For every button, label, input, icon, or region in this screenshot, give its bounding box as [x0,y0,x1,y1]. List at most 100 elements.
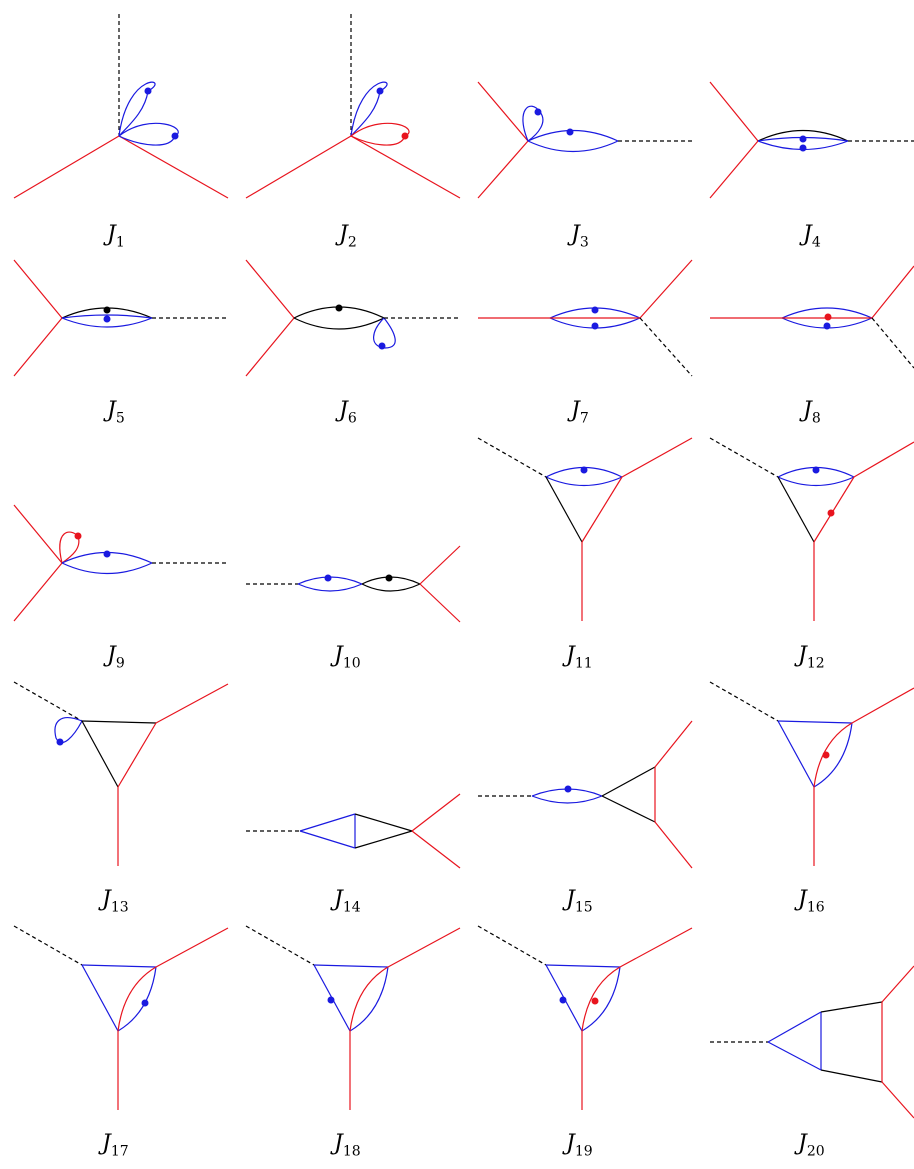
blue-dot [564,785,572,793]
blue-tadpole-loop [373,317,396,349]
blue-propagator [61,562,153,575]
blue-tadpole-loop [54,717,83,744]
blue-dot [591,306,599,314]
blue-dot [144,87,152,95]
dashed-external-line [245,925,315,966]
black-propagator [820,1069,883,1083]
label-j14: J14 [334,887,361,916]
blue-dot [534,108,542,116]
black-propagator [820,1001,883,1013]
blue-dot [580,466,588,474]
red-external-line [13,504,63,564]
blue-propagator [349,966,389,1032]
red-external-line [881,965,914,1003]
red-propagator [813,476,855,543]
blue-dot [799,135,807,143]
label-j4: J4 [803,222,821,251]
diagram-j16 [709,681,914,866]
red-propagator [813,722,853,788]
red-external-line [245,317,295,377]
black-propagator [361,583,421,592]
blue-propagator [767,1041,822,1071]
diagram-j15 [478,720,693,869]
diagram-j7 [478,259,693,377]
red-external-line [477,81,529,142]
red-external-line [621,437,693,478]
blue-dot [141,999,149,1007]
blue-dot [812,466,820,474]
blue-dot [823,322,831,330]
red-dot [401,132,409,140]
red-external-line [411,793,461,832]
red-external-line [709,140,759,199]
label-j19: J19 [566,1131,593,1160]
red-external-line [387,927,461,968]
red-propagator [349,966,389,1032]
blue-propagator [813,722,853,788]
red-external-line [13,562,63,622]
black-propagator [601,795,656,823]
blue-dot [378,342,386,350]
dashed-external-line [477,925,547,966]
blue-dot [103,550,111,558]
red-external-line [654,720,693,768]
red-external-line [118,135,229,199]
diagram-j5 [13,259,228,377]
red-external-line [411,830,461,869]
dashed-external-line [709,681,779,722]
diagram-j8 [710,265,914,369]
black-propagator [354,830,413,849]
blue-propagator [767,1011,822,1043]
dashed-external-line [477,437,547,478]
black-dot [103,306,111,314]
red-external-line [13,135,120,199]
blue-propagator [527,140,619,153]
dashed-external-line [709,437,779,478]
diagram-j4 [709,81,914,199]
red-dot [822,751,830,759]
blue-tadpole-loop [350,81,388,137]
red-propagator [581,476,623,543]
red-dot [591,997,599,1005]
diagram-j11 [477,437,693,621]
diagram-j6 [245,259,460,377]
label-j9: J9 [107,643,125,672]
label-j15: J15 [566,887,593,916]
red-external-line [245,135,352,199]
label-j7: J7 [571,398,589,427]
label-j16: J16 [798,887,825,916]
blue-propagator [61,317,153,328]
red-dot [824,313,832,321]
red-external-line [881,1081,914,1119]
label-j20: J20 [798,1131,825,1160]
black-dot [335,304,343,312]
blue-dot [799,144,807,152]
blue-dot [324,574,332,582]
red-external-line [619,927,693,968]
black-propagator [545,476,583,543]
black-propagator [601,766,656,797]
label-j18: J18 [334,1131,361,1160]
blue-dot [591,322,599,330]
label-j8: J8 [803,398,821,427]
label-j1: J1 [107,222,125,251]
blue-dot [171,132,179,140]
blue-propagator [313,964,389,968]
blue-propagator [297,583,363,592]
dashed-external-line [13,925,83,966]
red-external-line [654,821,693,869]
blue-dot [56,738,64,746]
diagram-j2 [245,14,461,199]
red-external-line [851,687,914,724]
red-dot [827,509,835,517]
red-dot [74,532,82,540]
diagram-j14 [246,793,461,869]
blue-propagator [781,307,873,319]
black-propagator [81,720,119,788]
red-external-line [419,545,461,585]
red-external-line [419,583,461,623]
blue-propagator [117,966,157,1032]
red-external-line [853,441,914,478]
blue-dot [566,128,574,136]
